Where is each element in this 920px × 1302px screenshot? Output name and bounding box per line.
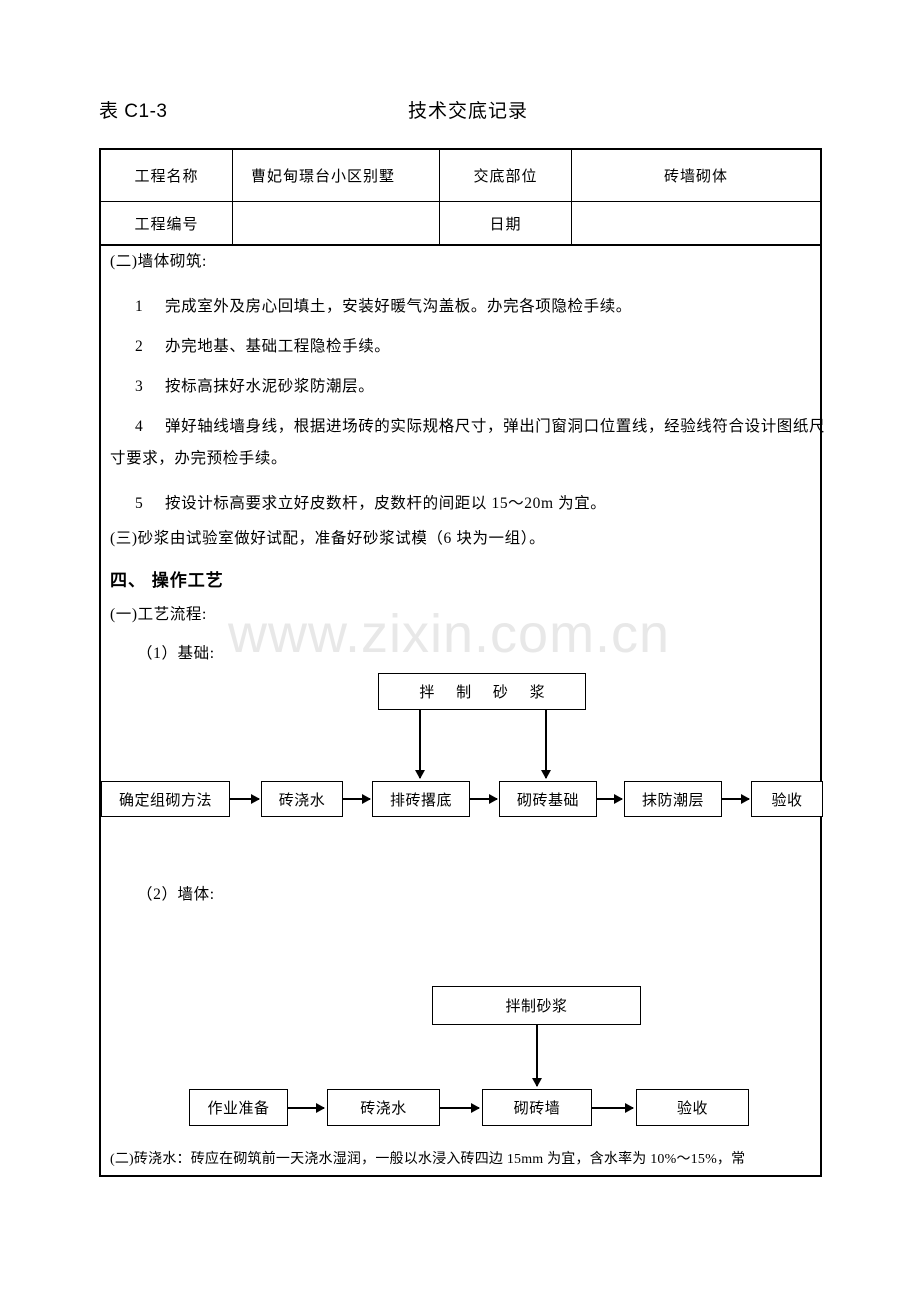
flow-box-mix-mortar: 拌 制 砂 浆 (378, 673, 586, 710)
flow-box-brick-foundation: 砌砖基础 (499, 781, 597, 817)
list-item: 1 完成室外及房心回填土，安装好暖气沟盖板。办完各项隐检手续。 (135, 294, 632, 316)
table-row: 工程编号 日期 (101, 202, 820, 246)
section-two-title: (二)墙体砌筑: (110, 253, 207, 270)
bottom-note-text: (二)砖浇水：砖应在砌筑前一天浇水湿润，一般以水浸入砖四边 15mm 为宜，含水… (110, 1152, 746, 1167)
list-item: 2 办完地基、基础工程隐检手续。 (135, 334, 390, 356)
subsection-foundation-label: （1）基础: (137, 645, 215, 662)
disclosure-part-value[interactable]: 砖墙砌体 (663, 169, 728, 185)
flow-arrow-step4-step5 (597, 794, 623, 804)
list-item-text: 按标高抹好水泥砂浆防潮层。 (165, 378, 375, 395)
project-number-label: 工程编号 (101, 202, 233, 244)
flow-arrow-step1-step2 (288, 1103, 325, 1113)
list-item-number: 2 (135, 338, 144, 355)
info-table: 工程名称 曹妃甸璟台小区别墅 交底部位 砖墙砌体 工程编号 日期 (101, 150, 820, 246)
list-item-text: 办完地基、基础工程隐检手续。 (165, 338, 391, 355)
flow-box-brick-watering: 砖浇水 (261, 781, 343, 817)
flow-box-brick-wall: 砌砖墙 (482, 1089, 592, 1126)
date-value[interactable] (572, 202, 820, 244)
flowchart-wall: 拌制砂浆 作业准备 砖浇水 砌砖墙 验收 (101, 246, 824, 1146)
flow-box-acceptance: 验收 (751, 781, 823, 817)
watermark-text: www.zixin.com.cn (228, 604, 671, 664)
main-document-table: 工程名称 曹妃甸璟台小区别墅 交底部位 砖墙砌体 工程编号 日期 (二)墙体砌筑… (99, 148, 825, 1177)
page-title: 技术交底记录 (407, 101, 528, 122)
flow-arrow-step3-step4 (470, 794, 498, 804)
flowchart-foundation: 拌 制 砂 浆 确定组砌方法 砖浇水 排砖撂底 砌砖基础 抹防潮层 验收 (101, 246, 824, 817)
list-item: 5 按设计标高要求立好皮数杆，皮数杆的间距以 15～20m 为宜。 (135, 491, 606, 513)
flow-box-work-preparation: 作业准备 (189, 1089, 288, 1126)
flow-box-brick-layout: 排砖撂底 (372, 781, 470, 817)
project-name-label: 工程名称 (101, 150, 233, 201)
list-item: 3 按标高抹好水泥砂浆防潮层。 (135, 374, 374, 396)
project-name-value[interactable]: 曹妃甸璟台小区别墅 (233, 150, 440, 201)
flow-arrow-step2-step3 (343, 794, 371, 804)
project-number-value[interactable] (233, 202, 440, 244)
flow-arrow-down-to-brick-wall (532, 1025, 542, 1087)
flow-arrow-down-to-brick-foundation (541, 710, 551, 779)
table-row: 工程名称 曹妃甸璟台小区别墅 交底部位 砖墙砌体 (101, 150, 820, 202)
list-item-continuation: 寸要求，办完预检手续。 (110, 450, 288, 467)
form-code-label: 表 C1-3 (99, 101, 168, 122)
disclosure-part-label: 交底部位 (440, 150, 572, 201)
section-three-text: (三)砂浆由试验室做好试配，准备好砂浆试模（6 块为一组）。 (110, 530, 546, 547)
flow-box-brick-watering: 砖浇水 (327, 1089, 440, 1126)
document-header: 表 C1-3 技术交底记录 (99, 96, 823, 132)
list-item-number: 1 (135, 298, 144, 315)
flow-arrow-step1-step2 (230, 794, 260, 804)
section-four-heading: 四、 操作工艺 (110, 571, 224, 590)
date-label: 日期 (440, 202, 572, 244)
list-item-text: 弹好轴线墙身线，根据进场砖的实际规格尺寸，弹出门窗洞口位置线，经验线符合设计图纸… (165, 418, 826, 435)
list-item-number: 3 (135, 378, 144, 395)
flow-box-mix-mortar: 拌制砂浆 (432, 986, 641, 1025)
flow-box-acceptance: 验收 (636, 1089, 749, 1126)
list-item-text: 按设计标高要求立好皮数杆，皮数杆的间距以 15～20m 为宜。 (165, 495, 607, 512)
flow-arrow-step5-step6 (722, 794, 750, 804)
flow-box-damp-proof-layer: 抹防潮层 (624, 781, 722, 817)
flow-box-determine-bond-method: 确定组砌方法 (101, 781, 230, 817)
process-flow-label: (一)工艺流程: (110, 606, 207, 623)
list-item: 4 弹好轴线墙身线，根据进场砖的实际规格尺寸，弹出门窗洞口位置线，经验线符合设计图… (135, 414, 825, 436)
list-item-number: 4 (135, 418, 144, 435)
flow-arrow-step2-step3 (440, 1103, 480, 1113)
subsection-wall-label: （2）墙体: (137, 886, 215, 903)
flow-arrow-step3-step4 (592, 1103, 634, 1113)
flow-arrow-down-to-brick-layout (415, 710, 425, 779)
list-item-number: 5 (135, 495, 144, 512)
list-item-text: 完成室外及房心回填土，安装好暖气沟盖板。办完各项隐检手续。 (165, 298, 632, 315)
